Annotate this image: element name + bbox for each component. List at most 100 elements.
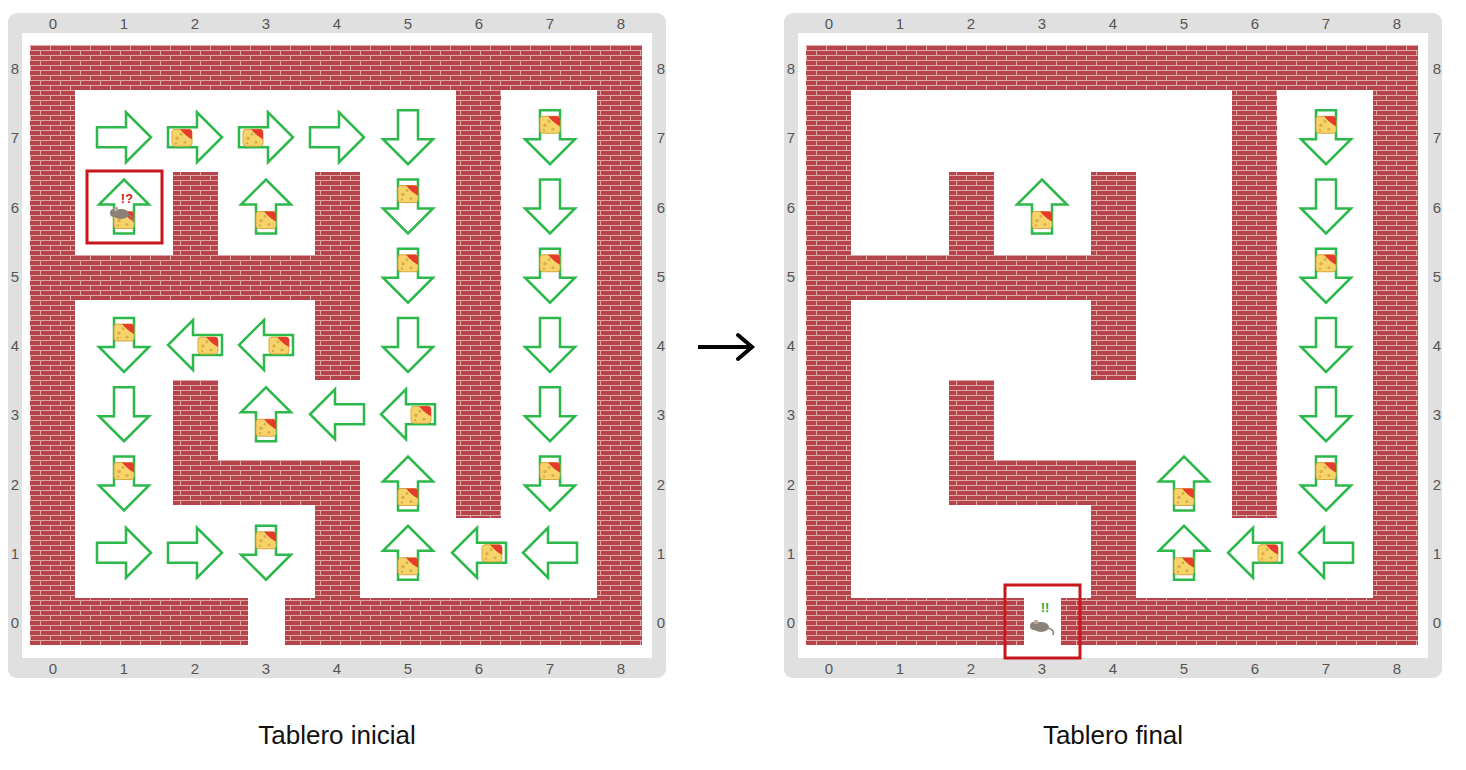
cheese-body	[1316, 255, 1336, 272]
coordinate-number: 4	[11, 338, 19, 353]
coordinate-number: 2	[191, 16, 199, 31]
direction-arrow	[99, 180, 149, 234]
cheese-hole	[267, 543, 270, 546]
cheese-rind	[1324, 116, 1336, 126]
mouse-mark: !?	[121, 192, 133, 205]
cheese-body	[1032, 212, 1052, 229]
cheese-hole	[201, 350, 203, 352]
cheese-hole	[1319, 470, 1323, 474]
cheese-hole	[414, 413, 418, 417]
cheese-hole	[1035, 219, 1039, 223]
coordinate-number: 8	[11, 61, 19, 76]
direction-arrow	[452, 528, 506, 578]
direction-arrow	[99, 387, 149, 441]
coordinate-number: 6	[1251, 661, 1259, 676]
cheese-icon	[256, 532, 276, 549]
direction-arrow	[241, 526, 291, 580]
cheese-body	[540, 255, 560, 272]
cheese-rind	[1266, 545, 1278, 555]
cheese-hole	[117, 331, 121, 335]
brick-wall	[851, 255, 1111, 300]
coordinate-number: 7	[1433, 130, 1441, 145]
cheese-hole	[543, 123, 547, 127]
cheese-icon	[482, 545, 502, 562]
cheese-rind	[406, 186, 418, 196]
cheese-hole	[1177, 571, 1179, 573]
cheese-hole	[1324, 466, 1327, 469]
cheese-hole	[1040, 215, 1043, 218]
brick-wall	[1091, 172, 1136, 380]
coordinate-number: 1	[11, 545, 19, 560]
cheese-hole	[267, 223, 270, 226]
direction-arrow	[1301, 249, 1351, 303]
coordinate-number: 1	[120, 16, 128, 31]
direction-arrow	[525, 387, 575, 441]
cheese-icon	[1032, 212, 1052, 229]
cheese-hole	[485, 552, 489, 556]
cheese-hole	[1319, 268, 1321, 270]
cheese-hole	[206, 341, 209, 344]
cheese-hole	[264, 215, 267, 218]
cheese-hole	[122, 466, 125, 469]
cheese-body	[114, 324, 134, 341]
direction-arrow	[1301, 180, 1351, 234]
cheese-hole	[1185, 500, 1188, 503]
cheese-hole	[401, 565, 405, 569]
direction-arrow	[168, 112, 222, 162]
direction-arrow	[99, 318, 149, 372]
direction-arrow	[310, 389, 364, 439]
brick-wall	[1061, 598, 1418, 645]
brick-wall	[806, 45, 851, 645]
cheese-hole	[543, 475, 545, 477]
coordinate-number: 8	[787, 61, 795, 76]
brick-wall	[285, 598, 642, 645]
coordinate-number: 0	[825, 16, 833, 31]
brick-wall	[75, 255, 335, 300]
cheese-rind	[406, 558, 418, 568]
board-ground	[22, 33, 652, 658]
coordinate-number: 0	[49, 661, 57, 676]
mouse-ear	[1034, 620, 1039, 625]
coordinate-number: 8	[657, 61, 665, 76]
coordinate-number: 5	[404, 16, 412, 31]
brick-wall	[30, 45, 75, 645]
cheese-rind	[122, 324, 134, 334]
cheese-hole	[551, 128, 554, 131]
cheese-hole	[1319, 475, 1321, 477]
cheese-hole	[414, 419, 416, 421]
direction-arrow	[523, 528, 577, 578]
cheese-icon	[1316, 116, 1336, 133]
coordinate-number: 4	[787, 338, 795, 353]
cheese-hole	[1261, 552, 1265, 556]
cheese-hole	[1043, 223, 1046, 226]
cheese-icon	[243, 129, 263, 146]
coordinate-number: 2	[1433, 476, 1441, 491]
cheese-hole	[1327, 474, 1330, 477]
coordinate-number: 3	[787, 407, 795, 422]
coordinate-number: 1	[787, 545, 795, 560]
coordinate-number: 0	[787, 615, 795, 630]
cheese-rind	[122, 463, 134, 473]
cheese-hole	[1266, 548, 1269, 551]
cheese-hole	[264, 423, 267, 426]
coordinate-number: 0	[657, 615, 665, 630]
coordinate-number: 7	[657, 130, 665, 145]
coordinate-number: 5	[404, 661, 412, 676]
cheese-icon	[540, 463, 560, 480]
cheese-body	[1174, 558, 1194, 575]
brick-wall	[806, 45, 1418, 90]
direction-arrow	[168, 528, 222, 578]
direction-arrow	[1159, 457, 1209, 511]
cheese-hole	[548, 120, 551, 123]
cheese-rind	[1040, 212, 1052, 222]
cheese-hole	[401, 268, 403, 270]
cheese-hole	[180, 133, 183, 136]
coordinate-number: 0	[825, 661, 833, 676]
coordinate-number: 3	[1433, 407, 1441, 422]
cheese-hole	[259, 432, 261, 434]
cheese-hole	[406, 492, 409, 495]
coordinate-number: 3	[262, 16, 270, 31]
game-board	[784, 13, 1442, 678]
direction-arrow	[1301, 110, 1351, 164]
mouse-icon	[110, 207, 133, 222]
